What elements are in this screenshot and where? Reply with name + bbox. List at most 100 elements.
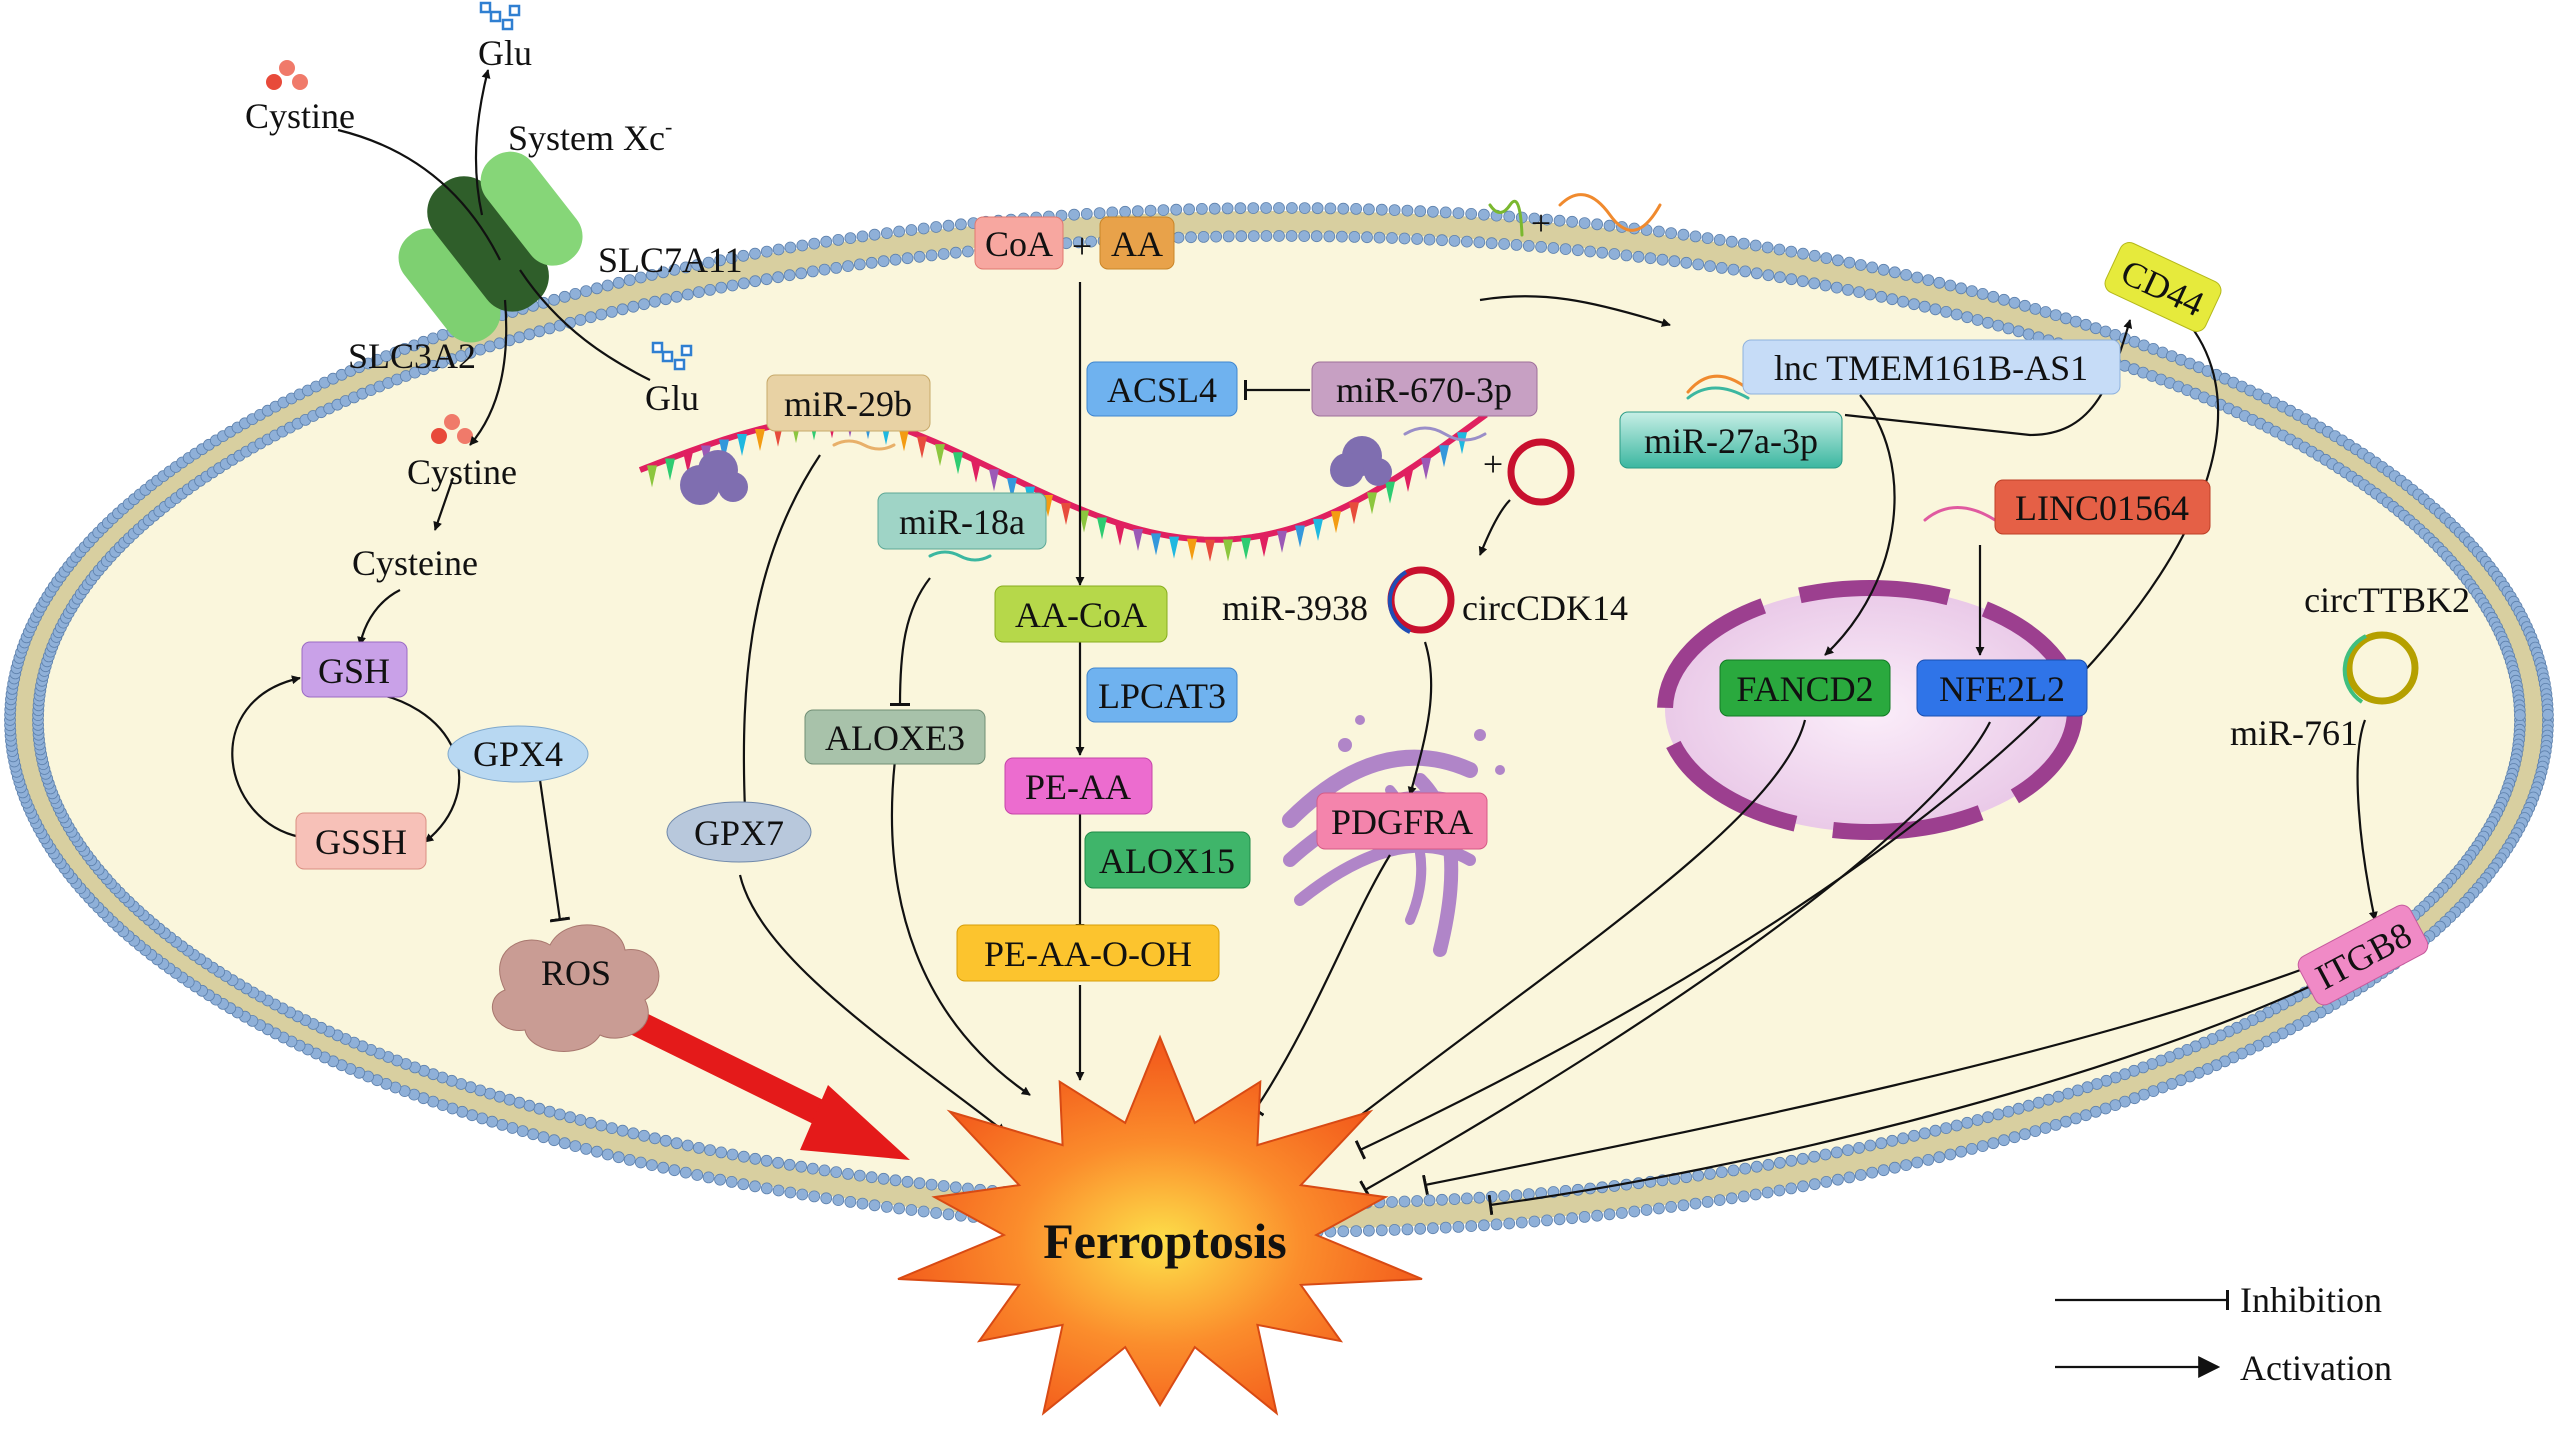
- membrane-lipid-head: [1761, 241, 1774, 254]
- membrane-lipid-head: [1596, 246, 1609, 259]
- rna-base: [1169, 536, 1179, 559]
- mir-761-strand-icon: [2342, 634, 2367, 704]
- membrane-lipid-head: [2008, 1131, 2021, 1144]
- membrane-lipid-head: [760, 273, 773, 286]
- membrane-lipid-head: [486, 1115, 499, 1128]
- membrane-lipid-head: [1603, 219, 1616, 232]
- membrane-lipid-head: [704, 283, 716, 296]
- membrane-lipid-head: [1853, 286, 1865, 299]
- membrane-lipid-head: [856, 230, 869, 243]
- membrane-lipid-head: [1866, 1166, 1879, 1179]
- coa-label: CoA: [985, 224, 1053, 264]
- membrane-lipid-head: [784, 241, 797, 254]
- membrane-lipid-head: [1692, 1169, 1705, 1182]
- membrane-lipid-head: [1510, 1189, 1523, 1201]
- membrane-lipid-head: [1875, 290, 1888, 303]
- membrane-lipid-head: [1185, 231, 1197, 244]
- membrane-lipid-head: [1398, 1195, 1411, 1208]
- membrane-lipid-head: [832, 1194, 845, 1206]
- membrane-lipid-head: [1644, 252, 1657, 265]
- acsl4-box: ACSL4: [1086, 361, 1238, 417]
- gpx4-label: GPX4: [473, 734, 563, 774]
- membrane-lipid-head: [760, 1154, 773, 1167]
- lnc-tmem161b-as1-label: lnc TMEM161B-AS1: [1774, 348, 2088, 388]
- membrane-lipid-head: [905, 224, 918, 236]
- mir-761-label: miR-761: [2230, 713, 2358, 753]
- membrane-lipid-head: [1866, 261, 1879, 274]
- rna-base: [1241, 537, 1251, 560]
- membrane-lipid-head: [1908, 298, 1920, 311]
- membrane-lipid-head: [543, 322, 556, 335]
- rna-base: [971, 460, 981, 483]
- membrane-lipid-head: [679, 261, 692, 274]
- membrane-lipid-head: [1547, 242, 1560, 254]
- plus-sign-lnc: +: [1531, 203, 1551, 243]
- membrane-lipid-head: [1566, 1212, 1578, 1225]
- membrane-lipid-head: [1465, 1220, 1478, 1232]
- membrane-lipid-head: [456, 1105, 469, 1118]
- membrane-lipid-head: [1998, 1134, 2010, 1147]
- membrane-lipid-head: [693, 1142, 705, 1154]
- membrane-lipid-head: [1337, 1225, 1350, 1238]
- membrane-lipid-head: [1773, 243, 1786, 256]
- membrane-lipid-head: [569, 1140, 582, 1152]
- membrane-lipid-head: [1750, 267, 1763, 280]
- membrane-lipid-head: [516, 1125, 529, 1137]
- membrane-lipid-head: [806, 265, 819, 278]
- membrane-lipid-head: [1461, 1192, 1473, 1205]
- membrane-lipid-head: [1401, 204, 1414, 217]
- membrane-lipid-head: [1616, 1207, 1628, 1219]
- membrane-lipid-head: [1656, 253, 1669, 266]
- membrane-lipid-head: [591, 282, 603, 295]
- membrane-lipid-head: [905, 1204, 918, 1216]
- fancd2-label: FANCD2: [1736, 669, 1873, 709]
- membrane-lipid-head: [2008, 296, 2021, 309]
- membrane-lipid-head: [1830, 1146, 1843, 1159]
- membrane-lipid-head: [1423, 1194, 1436, 1207]
- membrane-lipid-head: [1473, 236, 1486, 249]
- membrane-lipid-head: [714, 254, 726, 267]
- membrane-lipid-head: [574, 314, 587, 326]
- membrane-lipid-head: [691, 1169, 704, 1181]
- membrane-lipid-head: [1411, 233, 1423, 245]
- membrane-lipid-head: [901, 1175, 914, 1188]
- membrane-lipid-head: [942, 1208, 955, 1221]
- membrane-lipid-head: [1713, 1194, 1726, 1206]
- rna-base: [683, 451, 693, 474]
- membrane-lipid-head: [1762, 1158, 1775, 1171]
- circrna-ring-icon: [1507, 438, 1575, 506]
- ferroptosis-label: Ferroptosis: [1043, 1213, 1286, 1269]
- membrane-lipid-head: [681, 288, 694, 301]
- membrane-lipid-head: [783, 1158, 796, 1171]
- rna-base: [1259, 535, 1269, 558]
- membrane-lipid-head: [2022, 328, 2035, 341]
- membrane-lipid-head: [1864, 288, 1877, 301]
- membrane-lipid-head: [868, 1199, 881, 1212]
- membrane-lipid-head: [1423, 233, 1436, 246]
- rna-base: [1277, 530, 1287, 553]
- membrane-lipid-head: [1668, 255, 1681, 268]
- nfe2l2-box: NFE2L2: [1916, 659, 2088, 717]
- membrane-lipid-head: [1478, 208, 1490, 221]
- membrane-lipid-head: [1653, 225, 1665, 238]
- membrane-lipid-head: [877, 1172, 890, 1185]
- rna-base: [1115, 523, 1125, 546]
- membrane-lipid-head: [1911, 1156, 1924, 1169]
- membrane-lipid-head: [1842, 1144, 1854, 1156]
- membrane-lipid-head: [1819, 1148, 1832, 1161]
- membrane-lipid-head: [737, 277, 750, 290]
- membrane-lipid-head: [1578, 217, 1591, 230]
- membrane-lipid-head: [1796, 1152, 1809, 1165]
- rna-base: [1421, 457, 1431, 480]
- membrane-lipid-head: [1222, 230, 1235, 243]
- membrane-lipid-head: [1465, 207, 1478, 220]
- membrane-lipid-head: [795, 267, 808, 280]
- rna-base: [1367, 492, 1377, 515]
- membrane-lipid-head: [1961, 1116, 1974, 1129]
- membrane-lipid-head: [1966, 1143, 1978, 1155]
- aloxe3-label: ALOXE3: [825, 718, 965, 758]
- membrane-lipid-head: [1603, 1208, 1616, 1221]
- membrane-lipid-head: [595, 1119, 608, 1132]
- mir-27a-3p-label: miR-27a-3p: [1644, 421, 1818, 461]
- membrane-lipid-head: [580, 1143, 592, 1155]
